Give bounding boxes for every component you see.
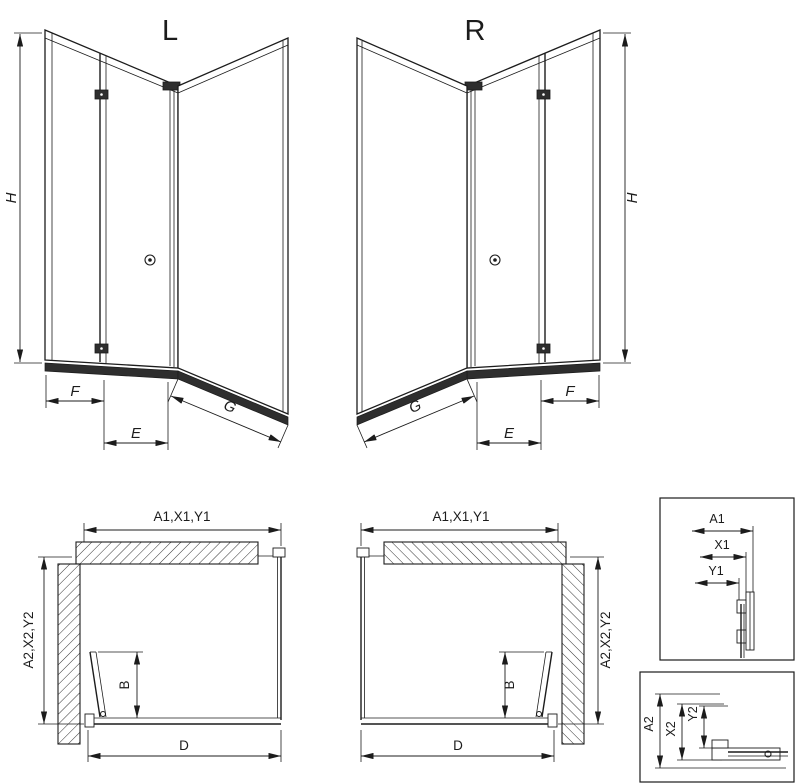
plan-left-width-label: A1,X1,Y1 — [153, 509, 210, 524]
iso-left-view-label: L — [162, 15, 178, 47]
iso-right-dim-h: H — [624, 192, 641, 203]
plan-view-left — [38, 523, 285, 762]
wall-profile-section — [736, 591, 755, 658]
iso-right-dim-g: G — [407, 397, 425, 417]
iso-right-view-label: R — [465, 15, 486, 47]
detail-y1-label: Y1 — [708, 564, 723, 578]
detail-box-bottom — [639, 671, 795, 783]
iso-right-dim-e: E — [504, 425, 515, 442]
iso-right-dim-f: F — [565, 383, 575, 400]
detail-x1-dimension — [700, 552, 747, 598]
iso-left-dim-e: E — [131, 425, 142, 442]
plan-right-depth-label: A2,X2,Y2 — [598, 611, 613, 668]
detail-y2-label: Y2 — [686, 706, 700, 721]
iso-view-left — [14, 30, 288, 450]
detail-a2-label: A2 — [642, 716, 656, 731]
iso-left-dim-f: F — [70, 383, 80, 400]
plan-right-b-label: B — [502, 680, 517, 689]
detail-a2-dimension — [655, 693, 786, 769]
iso-left-dim-g: G — [221, 397, 239, 417]
detail-x2-label: X2 — [664, 721, 678, 736]
detail-box-top-border — [659, 497, 795, 661]
plan-left-b-label: B — [117, 680, 132, 689]
detail-box-top — [659, 497, 795, 661]
iso-view-right — [357, 30, 631, 450]
bottom-rail-section — [711, 739, 788, 761]
detail-a1-label: A1 — [709, 512, 724, 526]
detail-x1-label: X1 — [714, 538, 729, 552]
plan-view-right — [357, 523, 604, 762]
detail-box-bottom-border — [639, 671, 795, 783]
plan-left-depth-label: A2,X2,Y2 — [21, 611, 36, 668]
label-layer: L H F E G R H F E G A1,X1,Y1 A2,X2,Y2 B … — [3, 15, 730, 753]
iso-left-dim-h: H — [3, 192, 20, 203]
plan-left-d-label: D — [179, 738, 189, 753]
detail-a1-dimension — [692, 526, 754, 592]
plan-right-d-label: D — [453, 738, 463, 753]
plan-right-width-label: A1,X1,Y1 — [432, 509, 489, 524]
